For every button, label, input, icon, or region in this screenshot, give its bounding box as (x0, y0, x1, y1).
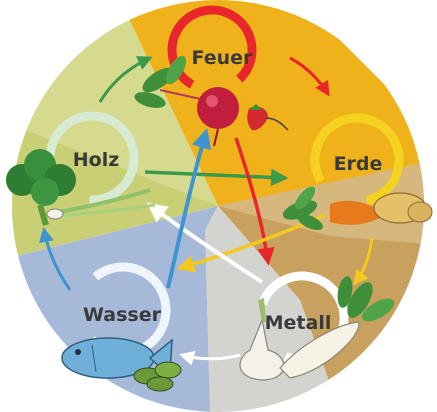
label-wasser: Wasser (83, 304, 162, 326)
label-erde: Erde (334, 153, 383, 175)
label-feuer: Feuer (192, 47, 254, 69)
label-metall: Metall (265, 312, 332, 334)
label-holz: Holz (73, 149, 120, 171)
